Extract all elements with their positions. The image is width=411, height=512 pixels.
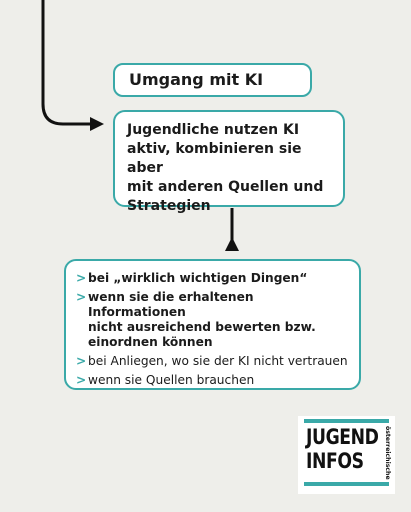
- reason-line: nicht ausreichend bewerten bzw.: [88, 320, 316, 334]
- heading-box: Umgang mit KI: [113, 63, 312, 97]
- main-line: Jugendliche nutzen KI: [127, 122, 300, 138]
- jugendinfos-logo: JUGEND INFOS österreichische: [298, 416, 395, 494]
- reason-item: > bei Anliegen, wo sie der KI nicht vert…: [76, 354, 355, 369]
- logo-bar-bottom: [304, 482, 389, 486]
- logo-line-2: INFOS: [306, 449, 364, 473]
- main-line: mit anderen Quellen und: [127, 179, 324, 195]
- main-statement-box: Jugendliche nutzen KI aktiv, kombinieren…: [113, 110, 345, 214]
- logo-line-1: JUGEND: [306, 425, 379, 449]
- logo-vertical-text: österreichische: [384, 426, 391, 480]
- chevron-right-icon: >: [76, 373, 87, 387]
- reason-line: wenn sie Quellen brauchen: [88, 373, 255, 387]
- arrowhead-up: [225, 237, 239, 251]
- reason-line: bei „wirklich wichtigen Dingen“: [88, 271, 308, 285]
- logo-bar-top: [304, 419, 389, 423]
- reason-line: einordnen können: [88, 335, 213, 349]
- arrowhead-right: [90, 117, 104, 131]
- reason-line: wenn sie die erhaltenen Informationen: [88, 290, 254, 319]
- chevron-right-icon: >: [76, 290, 87, 304]
- reason-line: bei Anliegen, wo sie der KI nicht vertra…: [88, 354, 348, 368]
- connector-top-to-main: [41, 0, 92, 126]
- reasons-box: > bei „wirklich wichtigen Dingen“ > wenn…: [64, 259, 361, 390]
- reason-item: > wenn sie die erhaltenen Informationen …: [76, 290, 355, 350]
- reason-item: > wenn sie Quellen brauchen: [76, 373, 355, 388]
- heading-text: Umgang mit KI: [129, 70, 264, 89]
- chevron-right-icon: >: [76, 271, 87, 285]
- main-line: Strategien: [127, 198, 211, 214]
- chevron-right-icon: >: [76, 354, 87, 368]
- main-line: aktiv, kombinieren sie aber: [127, 141, 302, 176]
- reason-item: > bei „wirklich wichtigen Dingen“: [76, 271, 355, 286]
